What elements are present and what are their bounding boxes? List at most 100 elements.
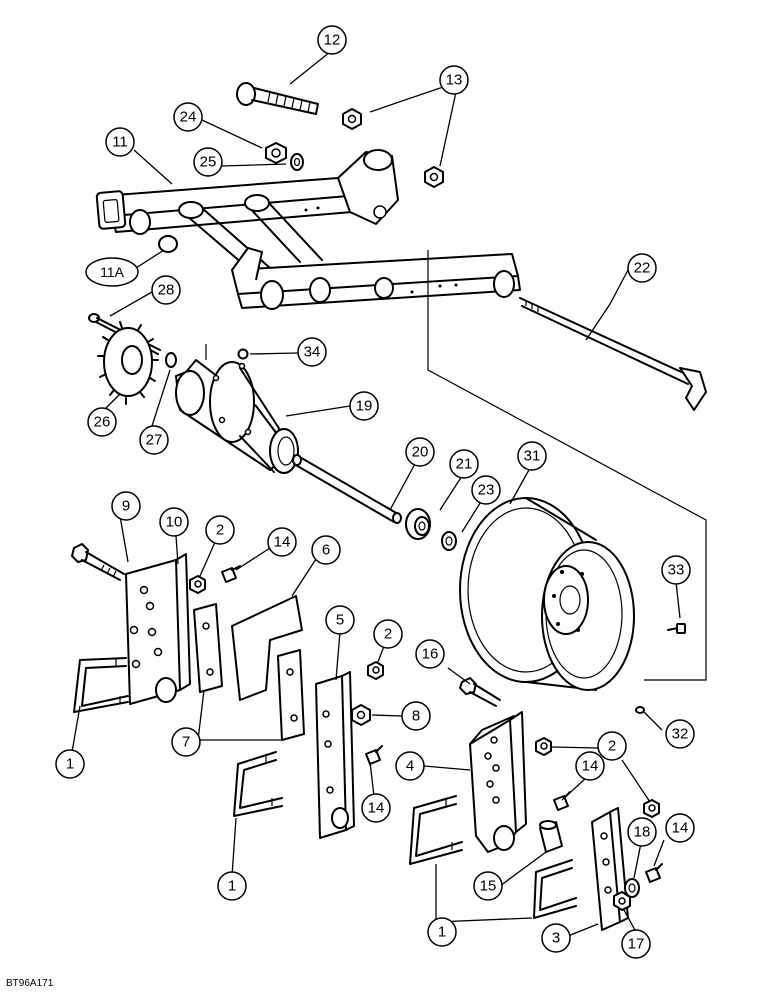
callout-9: 9 <box>111 491 141 521</box>
fitting-part-14-upper <box>221 565 241 583</box>
callout-14-right: 14 <box>665 813 695 843</box>
callout-label: 32 <box>672 726 689 743</box>
callout-1-upper: 1 <box>55 749 85 779</box>
callout-label: 12 <box>324 32 341 49</box>
callout-label: 9 <box>122 498 130 515</box>
sprocket-part-26 <box>97 321 159 405</box>
spacer-part-27 <box>165 352 177 368</box>
callout-label: 27 <box>146 432 163 449</box>
callout-label: 13 <box>446 72 463 89</box>
callout-label: 14 <box>582 758 599 775</box>
callout-13: 13 <box>439 65 469 95</box>
callout-16: 16 <box>415 639 445 669</box>
fitting-part-14-right <box>645 863 663 883</box>
callout-label: 5 <box>336 612 344 629</box>
callout-label: 18 <box>634 824 651 841</box>
callout-18: 18 <box>627 817 657 847</box>
nut-part-2-right-upper <box>535 737 552 756</box>
u-bolt-part-1-a <box>73 657 129 713</box>
callout-10: 10 <box>159 507 189 537</box>
bolt-part-9 <box>71 543 125 581</box>
plate-part-7-lower <box>277 649 305 741</box>
callout-31: 31 <box>517 441 547 471</box>
washer-part-25 <box>290 153 304 171</box>
callout-24: 24 <box>173 102 203 132</box>
callout-23: 23 <box>471 475 501 505</box>
u-bolt-part-1-d <box>533 859 577 919</box>
callout-6: 6 <box>311 535 341 565</box>
callout-2-right: 2 <box>597 731 627 761</box>
callout-label: 14 <box>672 820 689 837</box>
callout-label: 34 <box>304 344 321 361</box>
callout-26: 26 <box>87 407 117 437</box>
callout-label: 6 <box>322 542 330 559</box>
assembly-outline <box>427 250 707 681</box>
callout-label: 31 <box>524 448 541 465</box>
callout-14-middle-right: 14 <box>575 751 605 781</box>
callouts: 12 13 24 11 25 11A 22 28 34 19 26 27 20 … <box>55 25 695 959</box>
callout-label: 23 <box>478 482 495 499</box>
callout-label: 20 <box>412 444 429 461</box>
callout-22: 22 <box>627 253 657 283</box>
nut-part-2-upper <box>189 575 206 594</box>
nut-part-24 <box>265 142 287 164</box>
callout-1-middle: 1 <box>217 871 247 901</box>
callout-11: 11 <box>105 127 135 157</box>
callout-label: 14 <box>368 800 385 817</box>
callout-label: 1 <box>438 924 446 941</box>
bushing-part-15 <box>539 820 563 853</box>
callout-4: 4 <box>395 751 425 781</box>
callout-20: 20 <box>405 437 435 467</box>
bracket-part-10 <box>125 553 191 705</box>
callout-label: 11A <box>100 264 125 280</box>
callout-1-lower: 1 <box>427 917 457 947</box>
callout-label: 7 <box>182 734 190 751</box>
callout-label: 17 <box>628 936 645 953</box>
callout-label: 14 <box>274 534 291 551</box>
plate-part-5 <box>315 671 355 839</box>
nut-part-8 <box>351 704 371 726</box>
callout-label: 2 <box>608 738 616 755</box>
callout-28: 28 <box>151 275 181 305</box>
clip-part-32 <box>635 706 645 714</box>
plate-part-7-upper <box>193 603 223 693</box>
nut-part-13-lower <box>424 166 444 188</box>
rod-part-22 <box>519 297 707 411</box>
callout-label: 2 <box>216 522 224 539</box>
callout-label: 10 <box>166 514 183 531</box>
callout-label: 1 <box>228 878 236 895</box>
nut-part-13-upper <box>342 108 362 130</box>
washer-part-18 <box>624 878 640 898</box>
callout-3: 3 <box>541 923 571 953</box>
fitting-part-14-middle <box>365 745 383 765</box>
callout-label: 22 <box>634 260 651 277</box>
callout-2-middle: 2 <box>373 619 403 649</box>
plate-part-3 <box>591 807 629 931</box>
rim-part-31 <box>459 497 635 691</box>
callout-label: 21 <box>456 456 473 473</box>
nut-part-17 <box>613 891 631 911</box>
callout-label: 15 <box>480 878 497 895</box>
callout-11a: 11A <box>85 257 139 287</box>
nut-part-34 <box>237 348 249 360</box>
callout-label: 33 <box>668 562 685 579</box>
callout-label: 3 <box>552 930 560 947</box>
bracket-part-4 <box>469 711 527 853</box>
nut-part-2-right-lower <box>643 799 660 818</box>
bolt-part-16 <box>459 677 501 707</box>
plate-part-6 <box>231 595 303 701</box>
callout-label: 16 <box>422 646 439 663</box>
leader-lines <box>71 51 681 937</box>
u-bolt-part-1-b <box>233 751 283 817</box>
callout-label: 11 <box>112 134 128 151</box>
callout-7: 7 <box>171 727 201 757</box>
callout-label: 8 <box>412 708 420 725</box>
callout-8: 8 <box>401 701 431 731</box>
callout-19: 19 <box>349 391 379 421</box>
callout-33: 33 <box>661 555 691 585</box>
frame-part-11 <box>95 149 521 310</box>
callout-14-upper: 14 <box>267 527 297 557</box>
valve-part-33 <box>667 623 686 634</box>
callout-label: 26 <box>94 414 111 431</box>
